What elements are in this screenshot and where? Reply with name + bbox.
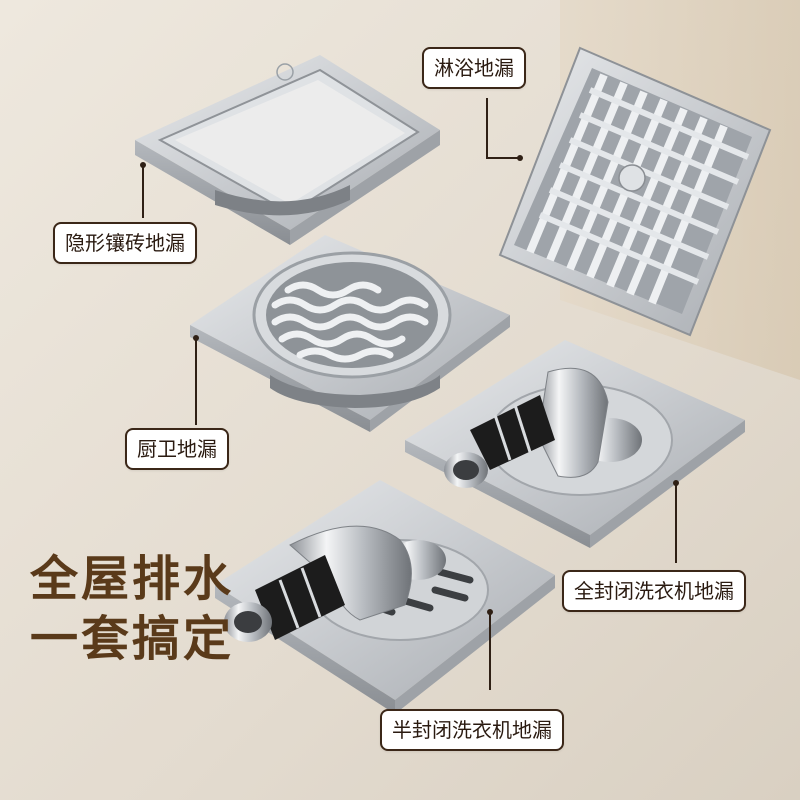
label-kitchen-bath-drain: 厨卫地漏 [125,428,229,470]
slogan-line-1: 全屋排水 [30,551,235,607]
kitchen-bath-drain-image [190,235,510,432]
label-shower-drain: 淋浴地漏 [422,47,526,89]
half-sealed-washer-drain-image [215,480,555,714]
full-sealed-washer-drain-image [405,340,745,548]
slogan-line-2: 一套搞定 [30,611,235,667]
shower-drain-image [498,46,772,337]
hidden-tile-drain-image [135,55,440,245]
label-half-sealed-washer-drain: 半封闭洗衣机地漏 [380,709,564,751]
label-hidden-tile-drain: 隐形镶砖地漏 [53,222,197,264]
label-full-sealed-washer-drain: 全封闭洗衣机地漏 [562,570,746,612]
leader-lines [142,98,677,690]
